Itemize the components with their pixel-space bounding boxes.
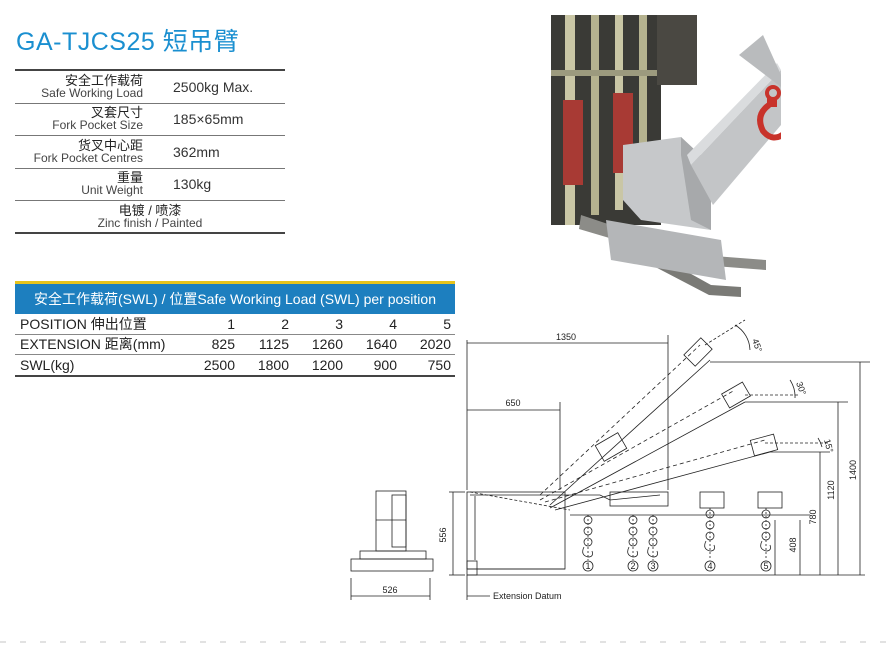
spec-label-en: Safe Working Load <box>41 85 143 100</box>
spec-row-fork-pocket-centres: 货叉中心距 Fork Pocket Centres 362mm <box>15 136 285 169</box>
dim-556: 556 <box>438 527 448 542</box>
spec-label-en: Fork Pocket Size <box>52 118 143 133</box>
table-cell: 825 <box>211 336 235 353</box>
dim-650: 650 <box>505 398 520 408</box>
dim-1400: 1400 <box>848 460 858 480</box>
table-cell: 1125 <box>258 336 289 353</box>
table-cell: 1200 <box>311 356 343 373</box>
spec-row-unit-weight: 重量 Unit Weight 130kg <box>15 169 285 201</box>
dim-780: 780 <box>808 509 818 524</box>
finish-en: Zinc finish / Painted <box>97 215 203 230</box>
page-title: GA-TJCS25 短吊臂 <box>16 28 240 56</box>
table-cell: 1640 <box>365 336 397 353</box>
spec-value: 362mm <box>173 143 220 160</box>
spec-value: 130kg <box>173 176 212 193</box>
dim-1120: 1120 <box>826 480 836 499</box>
spec-table: 安全工作载荷 Safe Working Load 2500kg Max. 叉套尺… <box>15 69 285 234</box>
table-cell: 4 <box>389 315 397 332</box>
table-cell: 1800 <box>257 356 289 373</box>
position-label-3: 3 <box>650 561 655 571</box>
row-label: EXTENSION 距离(mm) <box>20 336 166 353</box>
row-label: SWL(kg) <box>20 356 75 373</box>
dim-526: 526 <box>382 585 397 595</box>
extension-datum-label: Extension Datum <box>493 591 562 601</box>
table-cell: 1 <box>227 315 235 332</box>
spec-row-swl: 安全工作载荷 Safe Working Load 2500kg Max. <box>15 71 285 104</box>
spec-label-en: Unit Weight <box>81 183 143 198</box>
footer-divider <box>0 641 892 643</box>
spec-row-finish: 电镀 / 喷漆 Zinc finish / Painted <box>15 201 285 234</box>
table-cell: 900 <box>373 356 397 373</box>
table-cell: 2500 <box>203 356 235 373</box>
table-cell: 750 <box>427 356 451 373</box>
dim-1350: 1350 <box>556 332 576 342</box>
spec-value: 2500kg Max. <box>173 78 254 95</box>
angle-30: 30° <box>794 380 808 397</box>
table-cell: 1260 <box>311 336 343 353</box>
spec-row-fork-pocket-size: 叉套尺寸 Fork Pocket Size 185×65mm <box>15 104 285 136</box>
technical-drawing: 1 2 3 4 5 1350 650 526 556 408 780 1120 … <box>350 319 870 601</box>
table-cell: 2020 <box>419 336 451 353</box>
spec-label-en: Fork Pocket Centres <box>33 150 143 165</box>
spec-value: 185×65mm <box>173 111 244 128</box>
table-cell: 5 <box>443 315 451 332</box>
finish-zh: 电镀 / 喷漆 <box>118 202 182 218</box>
table-cell: 2 <box>281 315 289 332</box>
product-photo <box>551 15 781 305</box>
swl-table: 安全工作载荷(SWL) / 位置Safe Working Load (SWL) … <box>15 281 455 377</box>
row-label: POSITION 伸出位置 <box>20 315 147 332</box>
swl-table-header: 安全工作载荷(SWL) / 位置Safe Working Load (SWL) … <box>15 281 455 314</box>
position-label-5: 5 <box>763 561 768 571</box>
dim-408: 408 <box>788 537 798 552</box>
angle-15: 15° <box>822 438 835 454</box>
spec-label-zh: 安全工作载荷 <box>64 72 143 88</box>
spec-label-zh: 货叉中心距 <box>77 137 143 153</box>
spec-label-zh: 重量 <box>116 170 143 186</box>
position-label-2: 2 <box>630 561 635 571</box>
position-label-1: 1 <box>585 561 590 571</box>
table-row: EXTENSION 距离(mm) 825 1125 1260 1640 2020 <box>15 335 455 355</box>
table-row: POSITION 伸出位置 1 2 3 4 5 <box>15 314 455 335</box>
table-cell: 3 <box>335 315 343 332</box>
position-label-4: 4 <box>707 561 712 571</box>
table-row: SWL(kg) 2500 1800 1200 900 750 <box>15 355 455 377</box>
spec-label-zh: 叉套尺寸 <box>90 105 143 121</box>
angle-45: 45° <box>750 337 764 354</box>
